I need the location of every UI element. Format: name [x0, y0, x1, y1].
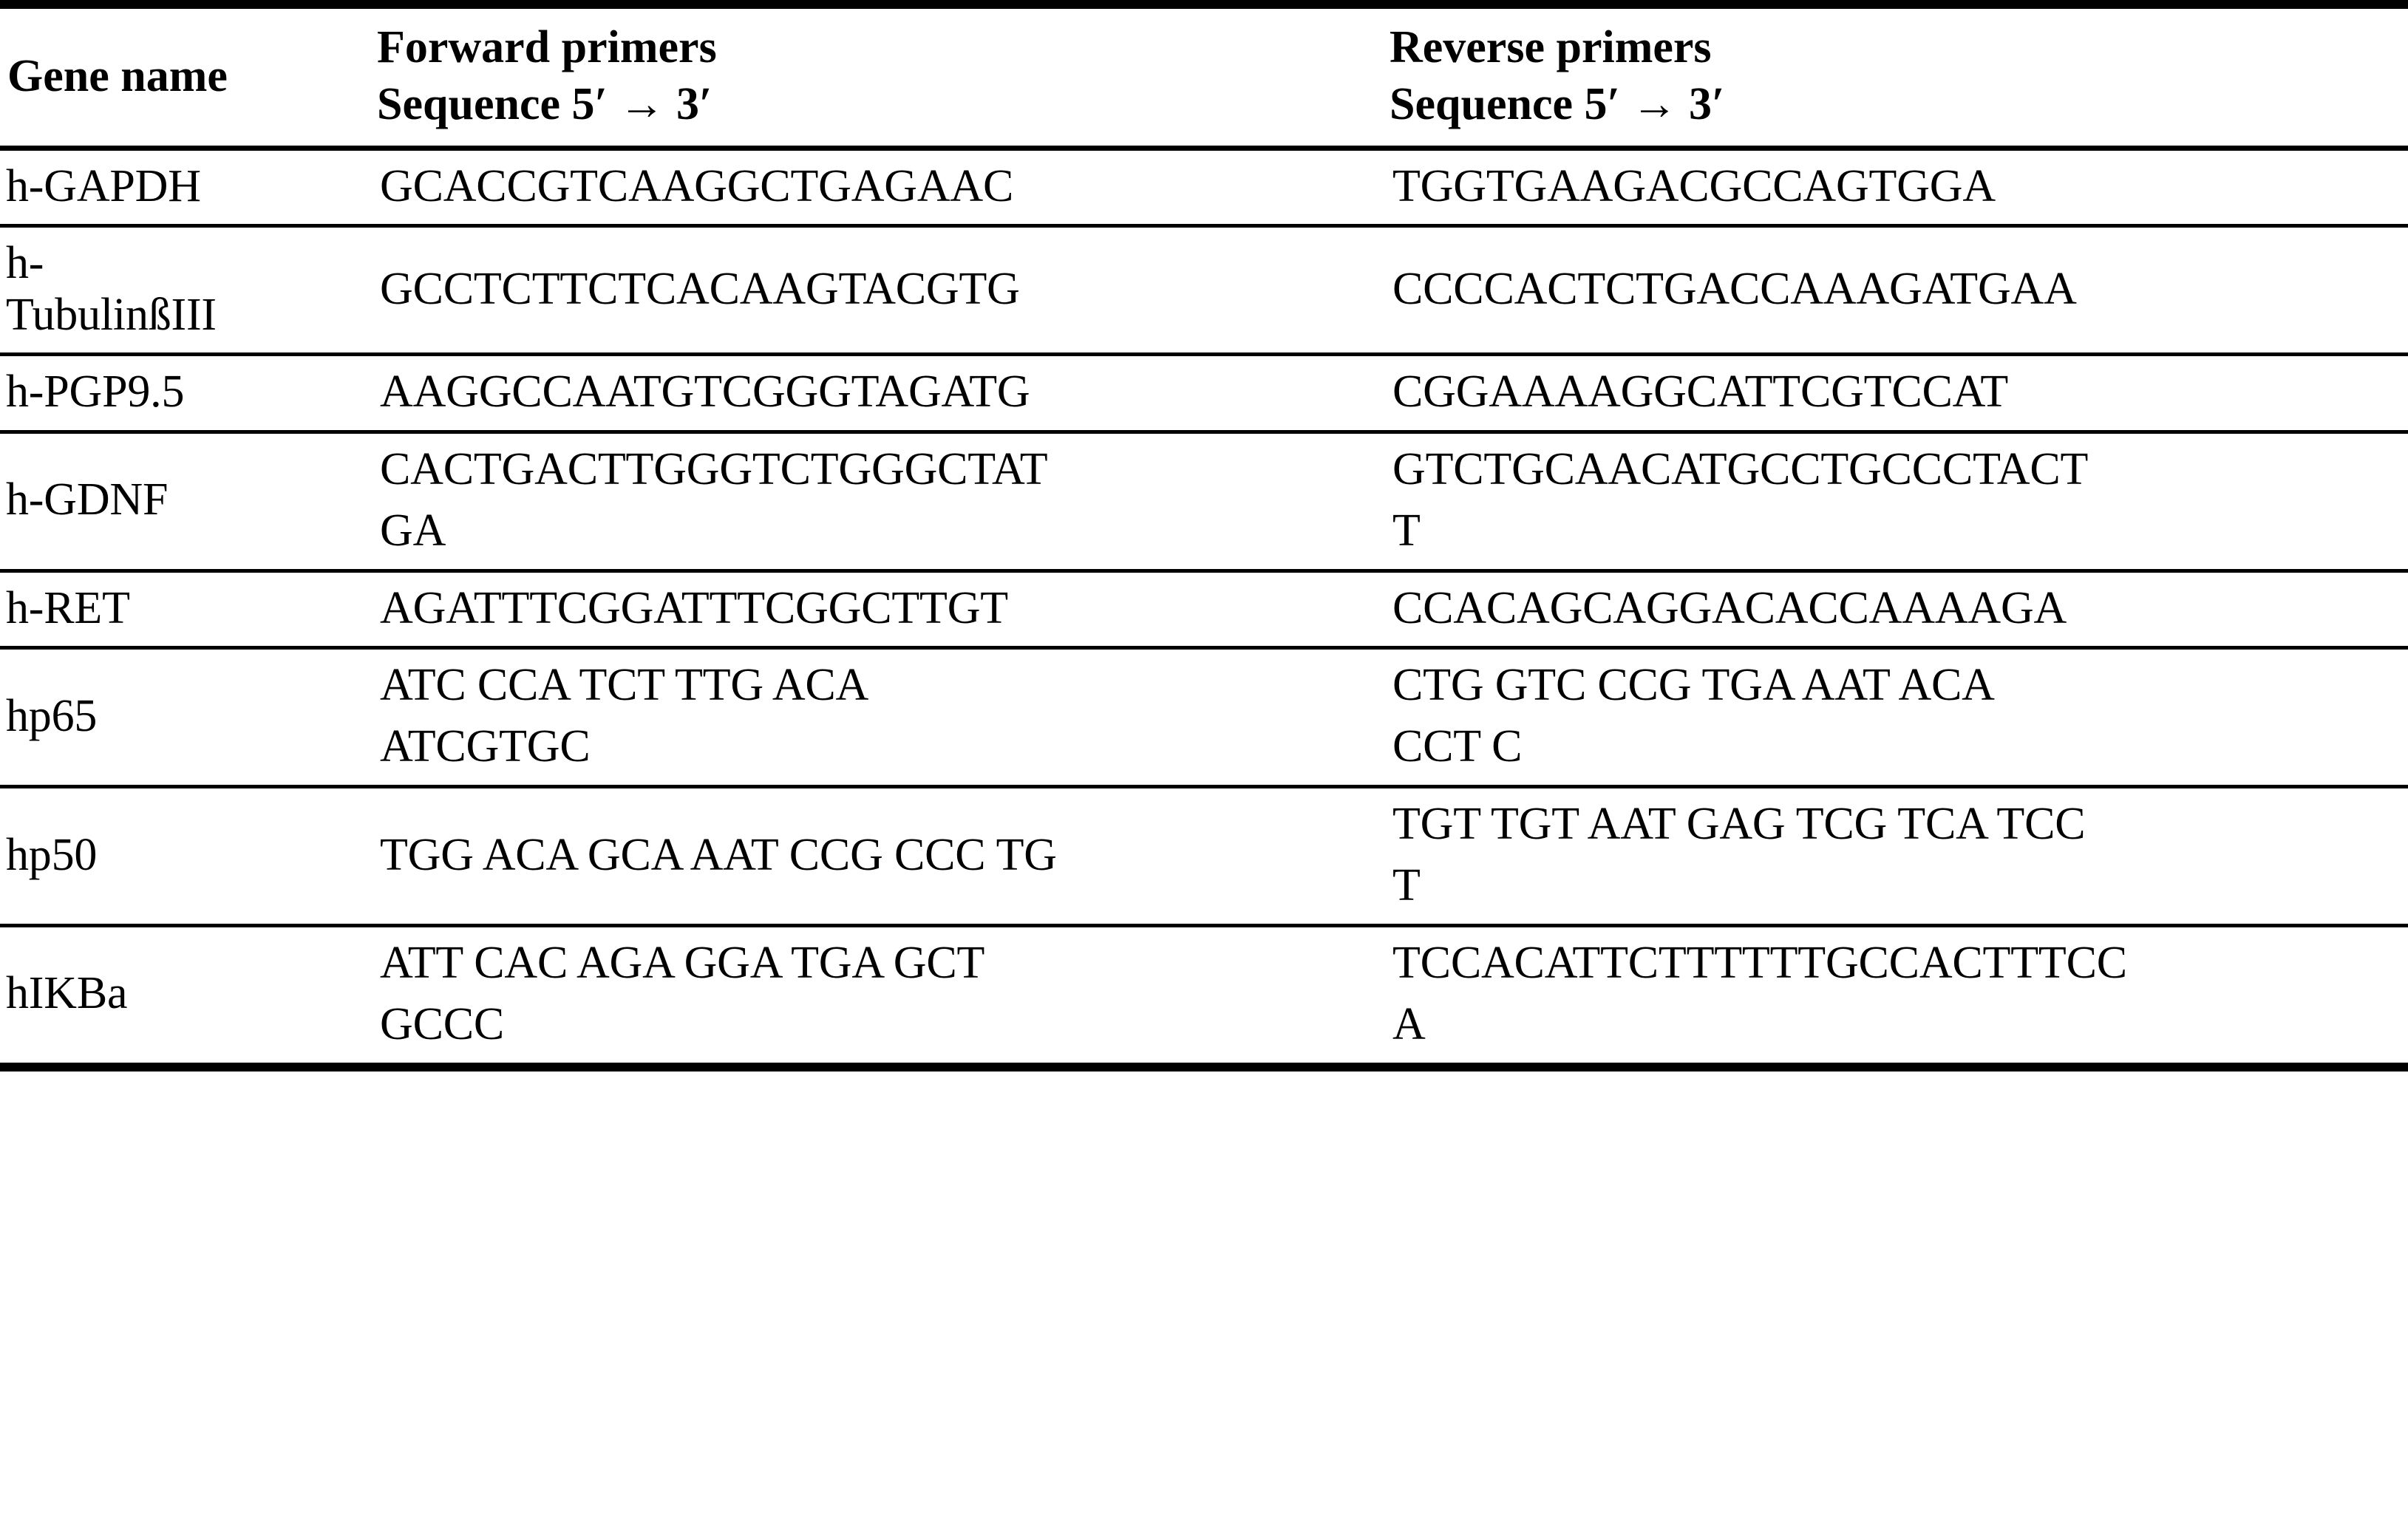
- forward-primer-line: AGATTTCGGATTTCGGCTTGT: [380, 582, 1008, 633]
- primer-table: Gene name Forward primers Sequence 5′ → …: [0, 0, 2408, 1076]
- gene-name-cell: h-TubulinßIII: [0, 224, 370, 355]
- gene-name-cell: hp50: [0, 784, 370, 926]
- forward-primer-cell: AAGGCCAATGTCGGGTAGATG: [370, 352, 1382, 432]
- gene-name-line: h-GAPDH: [6, 160, 201, 211]
- reverse-primer-line: A: [1392, 999, 1426, 1050]
- reverse-primer-cell: TGT TGT AAT GAG TCG TCA TCC T: [1382, 784, 2408, 926]
- table-row: h-RET AGATTTCGGATTTCGGCTTGT CCACAGCAGGACAC…: [0, 568, 2408, 648]
- column-header-reverse-primers: Reverse primers Sequence 5′ → 3′: [1382, 0, 2408, 151]
- gene-name-line: h-: [6, 238, 44, 289]
- table-row: h-GAPDH GCACCGTCAAGGCTGAGAAC TGGTGAAGACGCC…: [0, 148, 2408, 225]
- reverse-primer-cell: TGGTGAAGACGCCAGTGGA: [1382, 148, 2408, 225]
- gene-name-line: h-GDNF: [6, 474, 169, 525]
- forward-primers-header-line1: Forward primers: [377, 22, 717, 72]
- reverse-primer-line: TGT TGT AAT GAG TCG TCA TCC: [1392, 798, 2086, 849]
- bottom-rule-cell: [0, 1062, 2408, 1076]
- reverse-primer-cell: CCACAGCAGGACACCAAAAGA: [1382, 568, 2408, 648]
- forward-primer-line: ATC CCA TCT TTG ACA: [380, 659, 869, 710]
- gene-name-cell: h-GAPDH: [0, 148, 370, 225]
- gene-name-cell: h-RET: [0, 568, 370, 648]
- gene-name-line: h-RET: [6, 582, 130, 633]
- gene-name-cell: hIKBa: [0, 923, 370, 1067]
- forward-primer-line: GCCC: [380, 999, 505, 1050]
- forward-primer-line: ATT CAC AGA GGA TGA GCT: [380, 937, 985, 988]
- header-row: Gene name Forward primers Sequence 5′ → …: [0, 0, 2408, 151]
- reverse-primer-line: T: [1392, 505, 1421, 556]
- gene-name-cell: hp65: [0, 645, 370, 787]
- forward-primer-line: GA: [380, 505, 446, 556]
- reverse-primer-line: CGGAAAAGGCATTCGTCCAT: [1392, 367, 2009, 418]
- forward-primer-cell: ATT CAC AGA GGA TGA GCT GCCC: [370, 923, 1382, 1067]
- gene-name-line: hIKBa: [6, 968, 128, 1019]
- gene-name-line: TubulinßIII: [6, 289, 217, 340]
- forward-primer-cell: GCACCGTCAAGGCTGAGAAC: [370, 148, 1382, 225]
- forward-primer-line: TGG ACA GCA AAT CCG CCC TG: [380, 829, 1057, 880]
- reverse-primer-cell: GTCTGCAACATGCCTGCCCTACT T: [1382, 429, 2408, 570]
- forward-primer-line: CACTGACTTGGGTCTGGGCTAT: [380, 443, 1048, 494]
- table-header: Gene name Forward primers Sequence 5′ → …: [0, 0, 2408, 151]
- reverse-primer-line: CCACAGCAGGACACCAAAAGA: [1392, 582, 2067, 633]
- gene-name-line: h-PGP9.5: [6, 367, 185, 418]
- table-row: h-PGP9.5 AAGGCCAATGTCGGGTAGATG CGGAAAAGGCA…: [0, 352, 2408, 432]
- reverse-primer-cell: CCCCACTCTGACCAAAGATGAA: [1382, 224, 2408, 355]
- forward-primer-line: GCACCGTCAAGGCTGAGAAC: [380, 160, 1014, 211]
- reverse-primer-line: CCT C: [1392, 721, 1523, 772]
- forward-primer-line: AAGGCCAATGTCGGGTAGATG: [380, 367, 1030, 418]
- reverse-primer-line: GTCTGCAACATGCCTGCCCTACT: [1392, 443, 2089, 494]
- bottom-rule: [0, 1062, 2408, 1076]
- reverse-primer-cell: TCCACATTCTTTTTTGCCACTTTCC A: [1382, 923, 2408, 1067]
- forward-primer-cell: ATC CCA TCT TTG ACA ATCGTGC: [370, 645, 1382, 787]
- reverse-primer-cell: CGGAAAAGGCATTCGTCCAT: [1382, 352, 2408, 432]
- reverse-primers-header-line2: Sequence 5′ → 3′: [1390, 79, 1725, 130]
- forward-primers-header-line2: Sequence 5′ → 3′: [377, 79, 712, 130]
- forward-primer-line: GCCTCTTCTCACAAGTACGTG: [380, 264, 1020, 315]
- gene-name-line: hp50: [6, 829, 98, 880]
- table-row: hIKBa ATT CAC AGA GGA TGA GCT GCCC TCCACATT…: [0, 923, 2408, 1067]
- forward-primer-cell: GCCTCTTCTCACAAGTACGTG: [370, 224, 1382, 355]
- table-row: hp65 ATC CCA TCT TTG ACA ATCGTGC CTG GTC CC…: [0, 645, 2408, 787]
- table-body: h-GAPDH GCACCGTCAAGGCTGAGAAC TGGTGAAGACGCC…: [0, 148, 2408, 1067]
- table-row: h-GDNF CACTGACTTGGGTCTGGGCTAT GA GTCTGCAACA…: [0, 429, 2408, 570]
- reverse-primer-line: T: [1392, 860, 1421, 911]
- reverse-primer-line: TCCACATTCTTTTTTGCCACTTTCC: [1392, 937, 2127, 988]
- forward-primer-cell: TGG ACA GCA AAT CCG CCC TG: [370, 784, 1382, 926]
- forward-primer-line: ATCGTGC: [380, 721, 591, 772]
- table-footer: [0, 1062, 2408, 1076]
- gene-name-header-label: Gene name: [7, 50, 228, 101]
- column-header-forward-primers: Forward primers Sequence 5′ → 3′: [370, 0, 1382, 151]
- forward-primer-cell: CACTGACTTGGGTCTGGGCTAT GA: [370, 429, 1382, 570]
- forward-primer-cell: AGATTTCGGATTTCGGCTTGT: [370, 568, 1382, 648]
- reverse-primer-line: TGGTGAAGACGCCAGTGGA: [1392, 160, 1996, 211]
- gene-name-cell: h-GDNF: [0, 429, 370, 570]
- table-row: hp50 TGG ACA GCA AAT CCG CCC TG TGT TGT AA…: [0, 784, 2408, 926]
- reverse-primers-header-line1: Reverse primers: [1390, 22, 1712, 72]
- column-header-gene-name: Gene name: [0, 0, 370, 151]
- gene-name-cell: h-PGP9.5: [0, 352, 370, 432]
- reverse-primer-line: CCCCACTCTGACCAAAGATGAA: [1392, 264, 2077, 315]
- gene-name-line: hp65: [6, 690, 98, 741]
- reverse-primer-cell: CTG GTC CCG TGA AAT ACA CCT C: [1382, 645, 2408, 787]
- reverse-primer-line: CTG GTC CCG TGA AAT ACA: [1392, 659, 1995, 710]
